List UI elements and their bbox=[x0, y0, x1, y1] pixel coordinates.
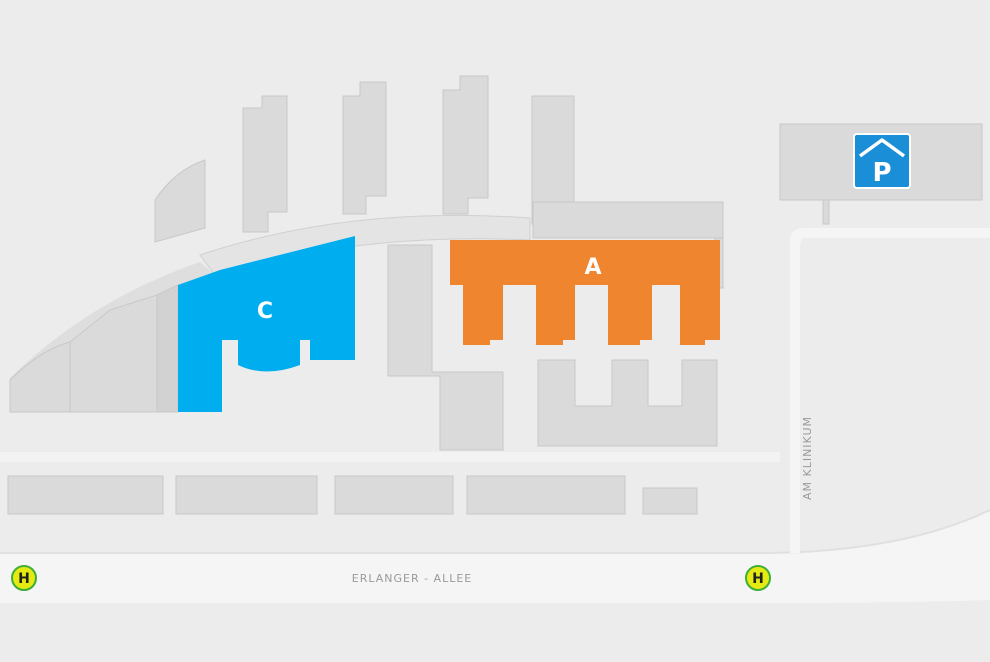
building-c-label: C bbox=[257, 299, 273, 324]
building-a[interactable]: A bbox=[450, 240, 720, 345]
bus-stop-east-icon[interactable]: H bbox=[745, 565, 771, 591]
bus-stop-east-label: H bbox=[752, 571, 764, 587]
parking-label: P bbox=[872, 158, 891, 188]
bus-stop-west-label: H bbox=[18, 571, 30, 587]
street-label-am-klinikum: AM KLINIKUM bbox=[801, 416, 814, 500]
parking-garage-icon[interactable]: P bbox=[853, 133, 911, 189]
buildings-grey bbox=[7, 75, 983, 515]
building-c[interactable]: C bbox=[178, 236, 355, 412]
street-label-erlanger-allee: ERLANGER - ALLEE bbox=[352, 572, 473, 585]
bus-stop-west-icon[interactable]: H bbox=[11, 565, 37, 591]
building-a-label: A bbox=[584, 255, 601, 280]
